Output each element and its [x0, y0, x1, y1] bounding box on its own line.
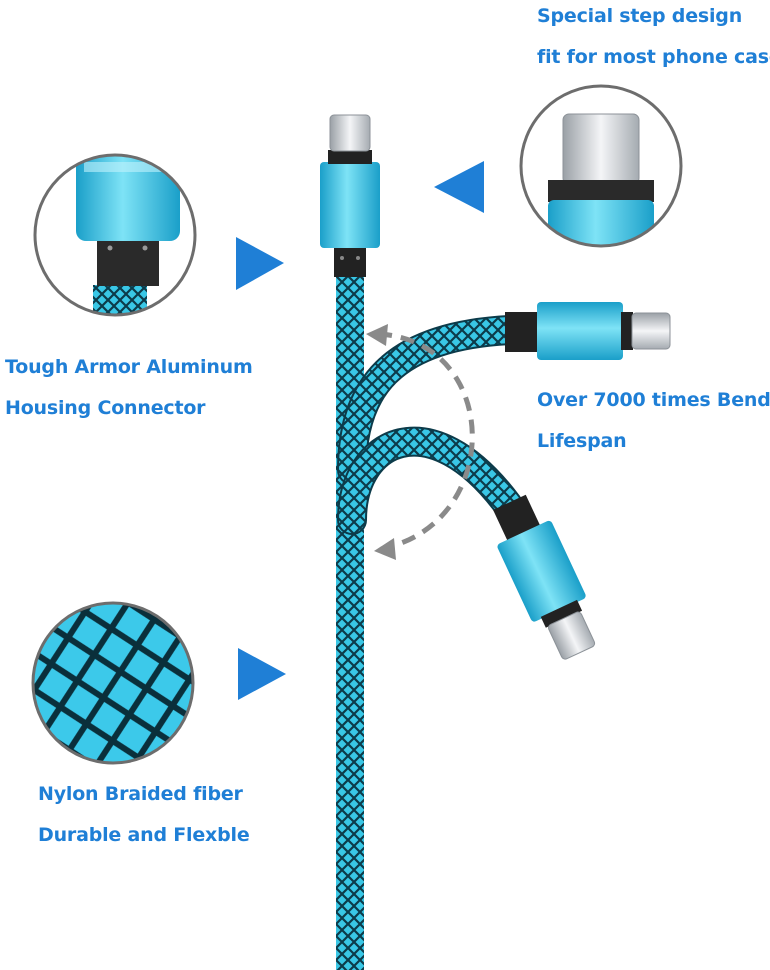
- triangle-pointer-icon: [236, 161, 484, 700]
- main-cable: [320, 114, 380, 970]
- callout-text: Lifespan: [537, 430, 627, 452]
- callout-step-design: Special step design fit for most phone c…: [537, 0, 770, 78]
- aluminum-connector-closeup: [33, 153, 197, 317]
- bent-cable-lower: [337, 426, 596, 660]
- bent-cable-upper: [337, 302, 671, 485]
- arrowheads: [366, 324, 396, 560]
- step-design-closeup: [519, 84, 683, 248]
- callout-text: Nylon Braided fiber: [38, 783, 243, 805]
- callout-text: Over 7000 times Bend: [537, 389, 770, 411]
- callout-text: Special step design: [537, 5, 743, 27]
- curved-dashed-arrow-icon: [377, 331, 475, 551]
- callout-text: Durable and Flexble: [38, 824, 250, 846]
- nylon-braid-closeup: [31, 601, 195, 765]
- callout-aluminum: Tough Armor Aluminum Housing Connector: [5, 347, 253, 429]
- callout-bend: Over 7000 times Bend Lifespan: [537, 380, 770, 462]
- callout-text: fit for most phone case: [537, 46, 770, 68]
- callout-nylon: Nylon Braided fiber Durable and Flexble: [38, 774, 250, 856]
- callout-text: Housing Connector: [5, 397, 206, 419]
- callout-text: Tough Armor Aluminum: [5, 356, 253, 378]
